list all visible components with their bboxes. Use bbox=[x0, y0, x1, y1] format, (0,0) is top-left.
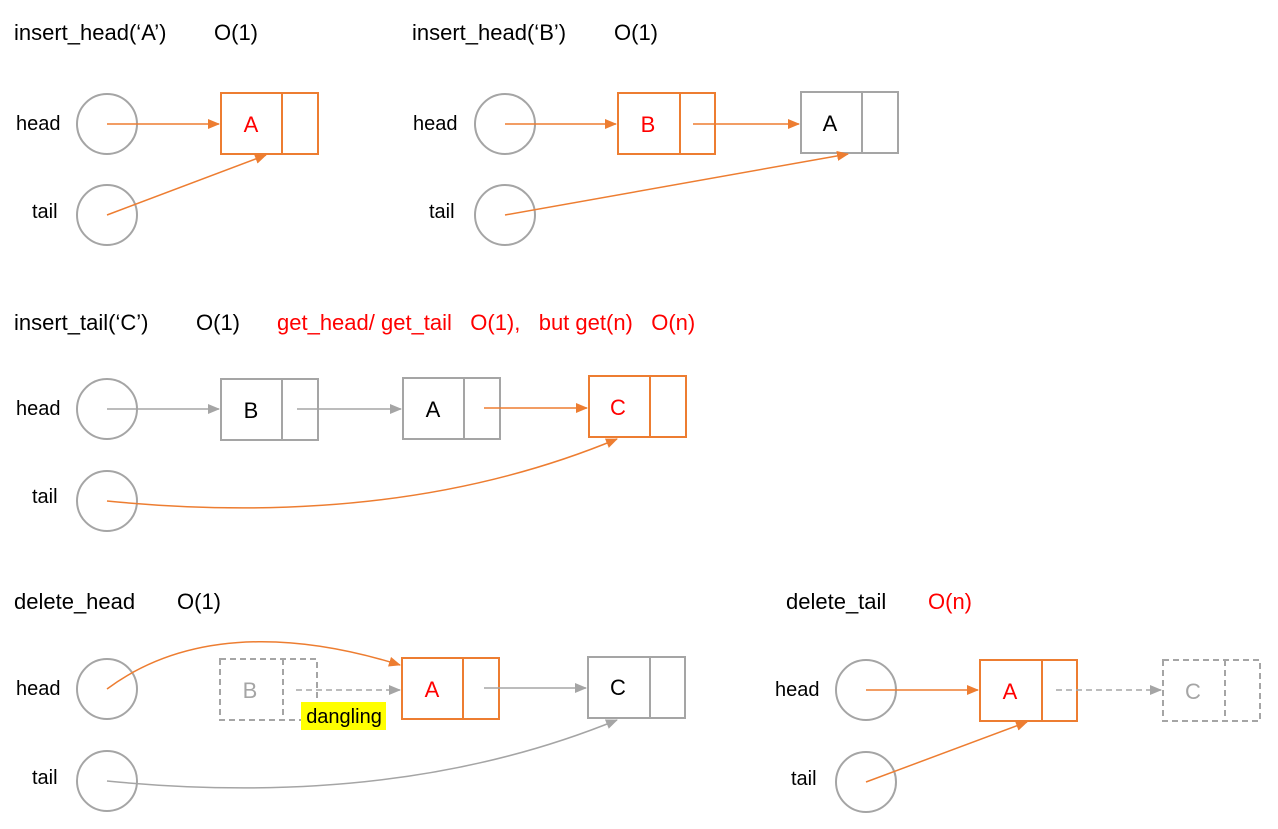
panel-insert-head-a: insert_head(‘A’) O(1) head tail A bbox=[14, 20, 319, 246]
panel-delete-tail: delete_tail O(n) head tail A C bbox=[775, 589, 1261, 813]
tail-pointer-circle bbox=[835, 751, 897, 813]
tail-pointer-circle bbox=[76, 184, 138, 246]
complexity-label: O(1) bbox=[214, 20, 258, 45]
node-c-removed: C bbox=[1162, 659, 1261, 722]
tail-label: tail bbox=[791, 768, 817, 790]
node-value: A bbox=[425, 677, 440, 702]
complexity-label: O(1) bbox=[614, 20, 658, 45]
panel-title: insert_head(‘A’) bbox=[14, 20, 166, 45]
panel-title: insert_head(‘B’) bbox=[412, 20, 566, 45]
node-value: B bbox=[244, 398, 259, 423]
node-a: A bbox=[220, 92, 319, 155]
node-value: A bbox=[823, 111, 838, 136]
dangling-highlight bbox=[301, 702, 386, 730]
node-c: C bbox=[587, 656, 686, 719]
panel-delete-head: delete_head O(1) head tail B A C danglin… bbox=[14, 589, 686, 812]
tail-pointer-circle bbox=[76, 750, 138, 812]
tail-pointer-circle bbox=[76, 470, 138, 532]
panel-title: insert_tail(‘C’) bbox=[14, 310, 148, 335]
panel-insert-tail-c: insert_tail(‘C’) O(1) get_head/ get_tail… bbox=[14, 310, 695, 532]
tail-label: tail bbox=[32, 201, 58, 223]
node-a: A bbox=[800, 91, 899, 154]
node-a: A bbox=[979, 659, 1078, 722]
node-value: C bbox=[610, 395, 626, 420]
tail-label: tail bbox=[32, 486, 58, 508]
node-value: B bbox=[243, 678, 258, 703]
panel-insert-head-b: insert_head(‘B’) O(1) head tail B A bbox=[412, 20, 899, 246]
head-label: head bbox=[16, 678, 61, 700]
node-b-removed: B bbox=[219, 658, 318, 721]
tail-pointer-circle bbox=[474, 184, 536, 246]
head-label: head bbox=[16, 113, 61, 135]
head-arrow bbox=[106, 641, 401, 690]
node-c: C bbox=[588, 375, 687, 438]
node-value: A bbox=[1003, 679, 1018, 704]
head-pointer-circle bbox=[76, 658, 138, 720]
tail-arrow bbox=[106, 438, 618, 509]
dangling-label: dangling bbox=[306, 706, 382, 728]
tail-label: tail bbox=[32, 767, 58, 789]
complexity-note: get_head/ get_tail O(1), but get(n) O(n) bbox=[277, 310, 695, 335]
node-value: A bbox=[426, 397, 441, 422]
tail-arrow bbox=[865, 721, 1028, 783]
tail-arrow bbox=[106, 154, 267, 216]
head-label: head bbox=[413, 113, 458, 135]
panel-title: delete_head bbox=[14, 589, 135, 614]
complexity-label: O(1) bbox=[196, 310, 240, 335]
tail-arrow bbox=[504, 151, 849, 216]
head-label: head bbox=[16, 398, 61, 420]
tail-arrow bbox=[106, 719, 618, 789]
node-value: C bbox=[610, 675, 626, 700]
complexity-label: O(n) bbox=[928, 589, 972, 614]
complexity-label: O(1) bbox=[177, 589, 221, 614]
head-label: head bbox=[775, 679, 820, 701]
node-value: B bbox=[641, 112, 656, 137]
node-value: C bbox=[1185, 679, 1201, 704]
node-value: A bbox=[244, 112, 259, 137]
node-a: A bbox=[401, 657, 500, 720]
tail-label: tail bbox=[429, 201, 455, 223]
panel-title: delete_tail bbox=[786, 589, 886, 614]
